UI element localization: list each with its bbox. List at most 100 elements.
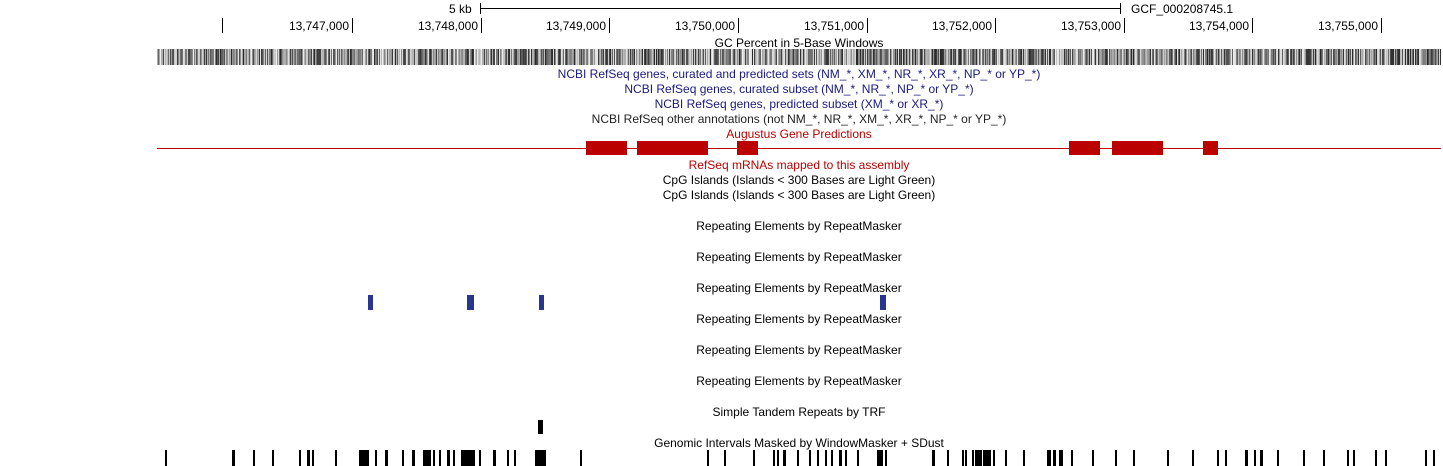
gc-percent-track[interactable] — [157, 49, 1441, 65]
gc-percent-window — [390, 49, 391, 65]
masked-interval — [1277, 450, 1279, 466]
masked-interval — [423, 450, 431, 466]
track-label-refseq-all[interactable]: NCBI RefSeq genes, curated and predicted… — [557, 67, 1041, 81]
gc-percent-window — [476, 49, 477, 65]
track-label-repeatmasker[interactable]: Repeating Elements by RepeatMasker — [696, 374, 902, 388]
gc-percent-window — [583, 49, 584, 65]
track-label-refseq-predicted[interactable]: NCBI RefSeq genes, predicted subset (XM_… — [654, 97, 944, 111]
gc-percent-window — [520, 49, 521, 65]
gc-percent-window — [215, 49, 216, 65]
gc-percent-window — [1318, 49, 1319, 65]
repeat-element[interactable] — [539, 295, 544, 310]
gc-percent-window — [1213, 49, 1214, 65]
gc-percent-window — [843, 49, 844, 65]
track-label-cpg-islands[interactable]: CpG Islands (Islands < 300 Bases are Lig… — [662, 188, 936, 202]
gc-percent-window — [1126, 49, 1127, 65]
track-label-refseq-mrna[interactable]: RefSeq mRNAs mapped to this assembly — [688, 158, 910, 172]
gc-percent-window — [183, 49, 184, 65]
gc-percent-window — [1231, 49, 1232, 65]
track-label-repeatmasker[interactable]: Repeating Elements by RepeatMasker — [696, 312, 902, 326]
gc-percent-window — [595, 49, 596, 65]
track-label-refseq-curated[interactable]: NCBI RefSeq genes, curated subset (NM_*,… — [624, 82, 974, 96]
augustus-exon[interactable] — [586, 141, 627, 155]
gc-percent-window — [421, 49, 422, 65]
gc-percent-window — [1163, 49, 1164, 65]
track-label-refseq-other[interactable]: NCBI RefSeq other annotations (not NM_*,… — [591, 112, 1007, 126]
gc-percent-window — [209, 49, 210, 65]
gc-percent-window — [523, 49, 524, 65]
gc-percent-window — [1388, 49, 1389, 65]
gc-percent-window — [1140, 49, 1141, 65]
augustus-exon[interactable] — [1112, 141, 1163, 155]
gc-percent-window — [1015, 49, 1016, 65]
ruler-tick-label: 13,749,000 — [545, 19, 606, 33]
gc-percent-window — [1410, 49, 1411, 65]
gc-percent-window — [400, 49, 401, 65]
gc-percent-window — [947, 49, 948, 65]
track-label-cpg-islands[interactable]: CpG Islands (Islands < 300 Bases are Lig… — [662, 173, 936, 187]
gc-percent-window — [1103, 49, 1104, 65]
augustus-exon[interactable] — [737, 141, 758, 155]
gc-percent-window — [502, 49, 503, 65]
augustus-exon[interactable] — [637, 141, 708, 155]
gc-percent-window — [1075, 49, 1076, 65]
gc-percent-window — [799, 49, 800, 65]
track-label-repeatmasker[interactable]: Repeating Elements by RepeatMasker — [696, 281, 902, 295]
track-label-windowmasker[interactable]: Genomic Intervals Masked by WindowMasker… — [654, 436, 944, 450]
gc-percent-window — [455, 49, 456, 65]
gc-percent-window — [605, 49, 606, 65]
gc-percent-window — [1104, 49, 1105, 65]
gc-percent-window — [1058, 49, 1059, 65]
gc-percent-window — [162, 49, 163, 65]
gc-percent-window — [1062, 49, 1063, 65]
gc-percent-window — [656, 49, 657, 65]
gc-percent-window — [356, 49, 357, 65]
gc-percent-window — [328, 49, 329, 65]
gc-percent-window — [1346, 49, 1347, 65]
track-label-trf[interactable]: Simple Tandem Repeats by TRF — [712, 405, 886, 419]
track-label-repeatmasker[interactable]: Repeating Elements by RepeatMasker — [696, 343, 902, 357]
augustus-exon[interactable] — [1069, 141, 1100, 155]
track-label-repeatmasker[interactable]: Repeating Elements by RepeatMasker — [696, 219, 902, 233]
gc-percent-window — [631, 49, 632, 65]
repeat-element[interactable] — [880, 295, 886, 310]
augustus-exon[interactable] — [1203, 141, 1218, 155]
gc-percent-window — [168, 49, 169, 65]
gc-percent-window — [301, 49, 302, 65]
gc-percent-window — [704, 49, 705, 65]
masked-interval — [385, 450, 388, 466]
gc-percent-window — [472, 49, 473, 65]
ruler-tick-mark — [738, 18, 739, 33]
gc-percent-window — [1181, 49, 1182, 65]
windowmasker-track[interactable] — [157, 450, 1441, 466]
gc-percent-window — [226, 49, 227, 65]
gc-percent-window — [1176, 49, 1177, 65]
gc-percent-window — [1377, 49, 1378, 65]
gc-percent-window — [199, 49, 200, 65]
gc-percent-window — [1390, 49, 1391, 65]
gc-percent-window — [836, 49, 837, 65]
gc-percent-window — [869, 49, 870, 65]
gc-percent-window — [585, 49, 586, 65]
track-label-augustus[interactable]: Augustus Gene Predictions — [726, 127, 872, 141]
gc-percent-window — [556, 49, 557, 65]
ruler-tick-mark — [1252, 18, 1253, 33]
gc-percent-window — [772, 49, 773, 65]
gc-percent-window — [1277, 49, 1278, 65]
gc-percent-window — [554, 49, 555, 65]
augustus-gene-intron-line[interactable] — [157, 148, 1441, 149]
gc-percent-window — [1217, 49, 1218, 65]
tandem-repeat[interactable] — [538, 420, 543, 434]
repeat-element[interactable] — [467, 295, 474, 310]
track-label-repeatmasker[interactable]: Repeating Elements by RepeatMasker — [696, 250, 902, 264]
track-label-gc-percent[interactable]: GC Percent in 5-Base Windows — [714, 36, 884, 50]
repeat-element[interactable] — [368, 295, 373, 310]
gc-percent-window — [372, 49, 373, 65]
gc-percent-window — [648, 49, 649, 65]
gc-percent-window — [167, 49, 168, 65]
masked-interval — [773, 450, 775, 466]
gc-percent-window — [308, 49, 309, 65]
gc-percent-window — [920, 49, 921, 65]
gc-percent-window — [1394, 49, 1395, 65]
